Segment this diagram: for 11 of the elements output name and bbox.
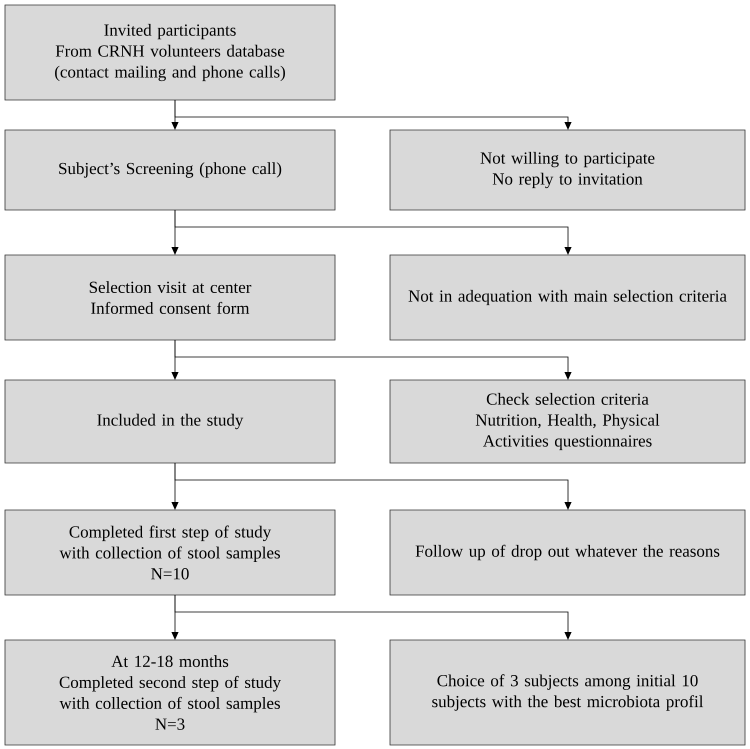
- process-box: Subject’s Screening (phone call): [4, 130, 336, 210]
- process-box: Not willing to participate No reply to invitation: [390, 130, 746, 210]
- process-box: Included in the study: [4, 380, 336, 464]
- process-box: Check selection criteria Nutrition, Health, Physical Activities questionnaires: [390, 380, 746, 464]
- process-box: Follow up of drop out whatever the reasons: [390, 510, 746, 596]
- process-box: Not in adequation with main selection criteria: [390, 254, 746, 340]
- process-box: Invited participants From CRNH volunteers database (contact mailing and phone calls): [4, 4, 336, 100]
- process-box: Selection visit at center Informed consent form: [4, 254, 336, 340]
- process-box: At 12-18 months Completed second step of study with collection of stool samples N=3: [4, 640, 336, 746]
- process-box: Completed first step of study with collection of stool samples N=10: [4, 510, 336, 596]
- process-box: Choice of 3 subjects among initial 10 subjects with the best microbiota profil: [390, 640, 746, 746]
